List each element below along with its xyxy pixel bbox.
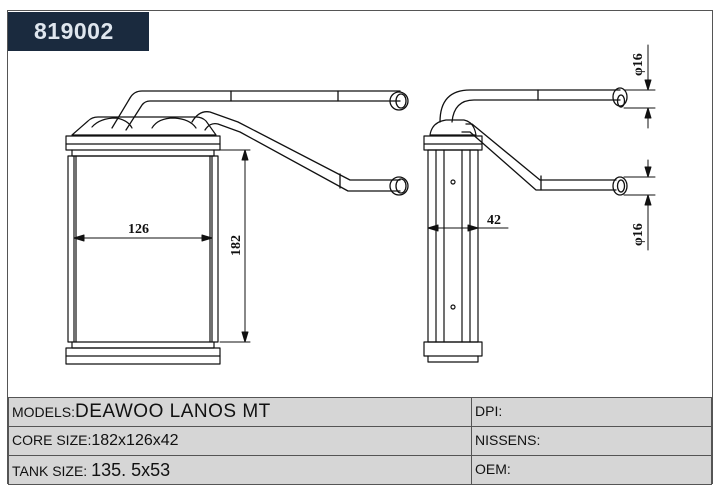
models-value: DEAWOO LANOS MT	[75, 401, 271, 422]
part-number-badge: 819002	[8, 12, 149, 51]
depth-dim-label: 42	[487, 213, 501, 228]
spec-table: MODELS:DEAWOO LANOS MT DPI: CORE SIZE:18…	[8, 397, 712, 485]
table-row: TANK SIZE: 135. 5x53 OEM:	[8, 455, 712, 485]
side-view: 42 φ16 φ16	[423, 44, 656, 363]
nissens-label: NISSENS:	[475, 432, 541, 448]
front-view: 126 182	[65, 90, 409, 365]
tank-size-label: TANK SIZE:	[12, 462, 92, 479]
front-top-tank	[65, 116, 221, 157]
core-size-label: CORE SIZE:	[12, 432, 92, 448]
side-pipes	[439, 87, 628, 196]
oem-cell: OEM:	[471, 455, 712, 485]
depth-dimension	[427, 224, 509, 232]
table-row: CORE SIZE:182x126x42 NISSENS:	[8, 426, 712, 456]
core-size-value: 182x126x42	[91, 432, 179, 449]
height-dim-label: 182	[229, 235, 244, 256]
dpi-label: DPI:	[475, 403, 503, 419]
dpi-cell: DPI:	[471, 397, 712, 427]
width-dim-label: 126	[128, 222, 149, 237]
table-row: MODELS:DEAWOO LANOS MT DPI:	[8, 397, 712, 427]
tank-size-value: 135. 5x53	[91, 459, 171, 480]
width-dimension	[73, 234, 213, 242]
front-pipes	[111, 90, 409, 196]
pipe-bottom-dim-label: φ16	[631, 223, 646, 246]
pipe-diameter-dims	[623, 44, 656, 251]
models-label: MODELS:	[12, 404, 76, 420]
height-dimension	[219, 149, 251, 343]
models-cell: MODELS:DEAWOO LANOS MT	[8, 397, 472, 427]
core-size-cell: CORE SIZE:182x126x42	[8, 426, 472, 456]
front-bottom-tank	[65, 341, 221, 365]
front-core	[67, 155, 219, 343]
pipe-top-dim-label: φ16	[631, 53, 646, 76]
nissens-cell: NISSENS:	[471, 426, 712, 456]
tank-size-cell: TANK SIZE: 135. 5x53	[8, 455, 472, 485]
oem-label: OEM:	[475, 461, 511, 477]
